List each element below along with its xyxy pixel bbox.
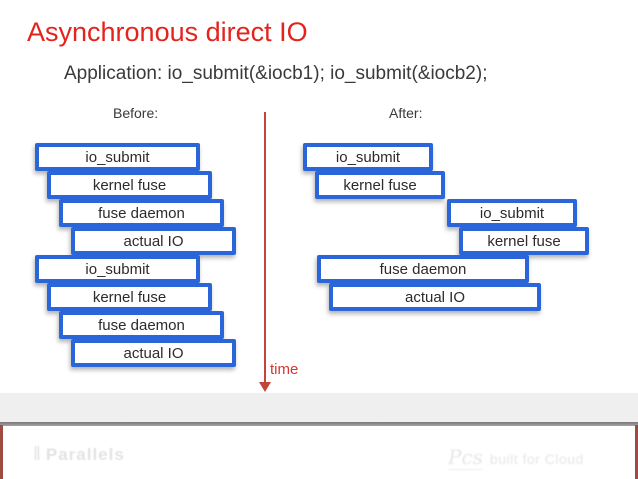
timeline-box: fuse daemon <box>59 199 224 227</box>
timeline-box: io_submit <box>447 199 577 227</box>
timeline-box-label: io_submit <box>85 148 150 166</box>
before-label: Before: <box>113 105 159 121</box>
timeline-box: fuse daemon <box>59 311 224 339</box>
timeline-box: kernel fuse <box>315 171 445 199</box>
timeline-box: fuse daemon <box>317 255 529 283</box>
timeline-box-label: actual IO <box>123 232 184 250</box>
timeline-box-label: io_submit <box>335 148 401 166</box>
timeline-box-label: kernel fuse <box>92 288 167 306</box>
time-axis-label: time <box>270 361 299 378</box>
parallels-watermark: ‖ Parallels <box>33 444 125 466</box>
timeline-box-label: io_submit <box>479 204 545 222</box>
right-edge-strip <box>635 425 638 479</box>
footer-band <box>0 393 638 422</box>
timeline-box: kernel fuse <box>47 171 212 199</box>
timeline-box: kernel fuse <box>459 227 589 255</box>
slide-title: Asynchronous direct IO <box>27 17 308 47</box>
time-axis-line <box>264 112 266 384</box>
timeline-box: actual IO <box>329 283 541 311</box>
timeline-box-label: fuse daemon <box>98 316 185 334</box>
timeline-box-label: actual IO <box>123 344 184 362</box>
timeline-box: io_submit <box>35 143 200 171</box>
time-axis-arrowhead-icon <box>259 382 271 392</box>
timeline-box-label: kernel fuse <box>487 232 561 250</box>
timeline-box: actual IO <box>71 227 236 255</box>
conference-watermark: Pcs built for Cloud <box>448 445 584 470</box>
timeline-box-label: fuse daemon <box>379 260 467 278</box>
parallels-watermark-text: Parallels <box>45 445 125 464</box>
timeline-box-label: actual IO <box>404 288 466 306</box>
application-call-line: Application: io_submit(&iocb1); io_submi… <box>64 63 488 84</box>
timeline-box-label: kernel fuse <box>92 176 167 194</box>
timeline-box-label: kernel fuse <box>343 176 417 194</box>
timeline-box: actual IO <box>71 339 236 367</box>
after-label: After: <box>389 105 423 121</box>
timeline-box: kernel fuse <box>47 283 212 311</box>
footer-divider-line <box>0 422 638 426</box>
parallels-logo-icon: ‖ <box>33 444 42 465</box>
left-edge-strip <box>0 425 3 479</box>
watermark-tagline: built for Cloud <box>489 451 584 467</box>
timeline-box: io_submit <box>35 255 200 283</box>
timeline-box: io_submit <box>303 143 433 171</box>
watermark-script-logo: Pcs <box>448 445 483 470</box>
timeline-box-label: fuse daemon <box>98 204 185 222</box>
timeline-box-label: io_submit <box>85 260 150 278</box>
